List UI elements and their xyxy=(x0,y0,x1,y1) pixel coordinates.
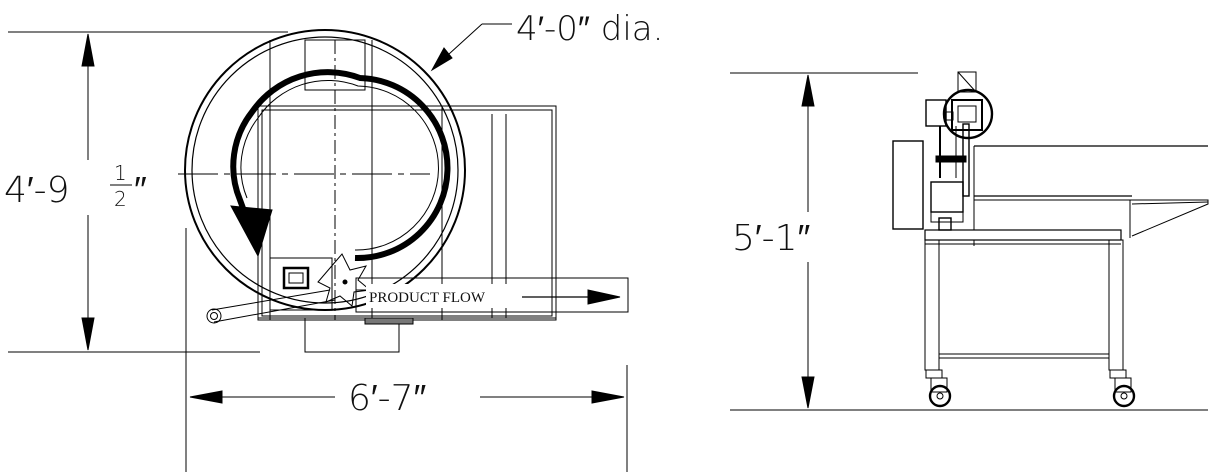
plan-height-fraction-numerator: 1 xyxy=(114,161,127,185)
table-frame xyxy=(924,229,1124,371)
top-hood xyxy=(957,71,977,93)
plan-view xyxy=(8,23,629,472)
diameter-label: 4′-0″ dia. xyxy=(516,9,663,49)
product-flow-arrow xyxy=(522,289,621,305)
control-box xyxy=(892,140,964,231)
pedestal-base xyxy=(258,317,556,353)
drive-motor-plan xyxy=(269,257,333,311)
spiral-outer-circle-inner xyxy=(191,36,459,304)
plan-width-label: 6′-7″ xyxy=(348,378,427,419)
plan-height-fraction-denominator: 2 xyxy=(114,187,127,211)
side-height-label: 5′-1″ xyxy=(732,218,811,259)
caster-left xyxy=(925,369,952,408)
plan-height-label: 4′-9 1 2 ″ xyxy=(4,161,147,211)
infeed-arm xyxy=(206,289,336,324)
spiral-track-inner-edge xyxy=(240,79,439,251)
side-view xyxy=(730,71,1209,411)
conveyor-bed xyxy=(973,145,1209,238)
star-wheel xyxy=(317,253,372,307)
diameter-leader xyxy=(430,23,512,72)
product-flow-label: PRODUCT FLOW xyxy=(369,290,486,306)
plan-width-dimension-line xyxy=(189,390,625,404)
drive-head xyxy=(925,88,994,197)
caster-right xyxy=(1109,369,1136,408)
spiral-track xyxy=(230,69,451,262)
plan-height-main: 4′-9 xyxy=(4,170,70,211)
plan-height-inch-mark: ″ xyxy=(134,170,147,211)
side-height-dimension-line xyxy=(801,74,815,409)
flow-direction-arrowhead xyxy=(230,205,273,258)
plan-height-dimension-line xyxy=(81,33,95,351)
